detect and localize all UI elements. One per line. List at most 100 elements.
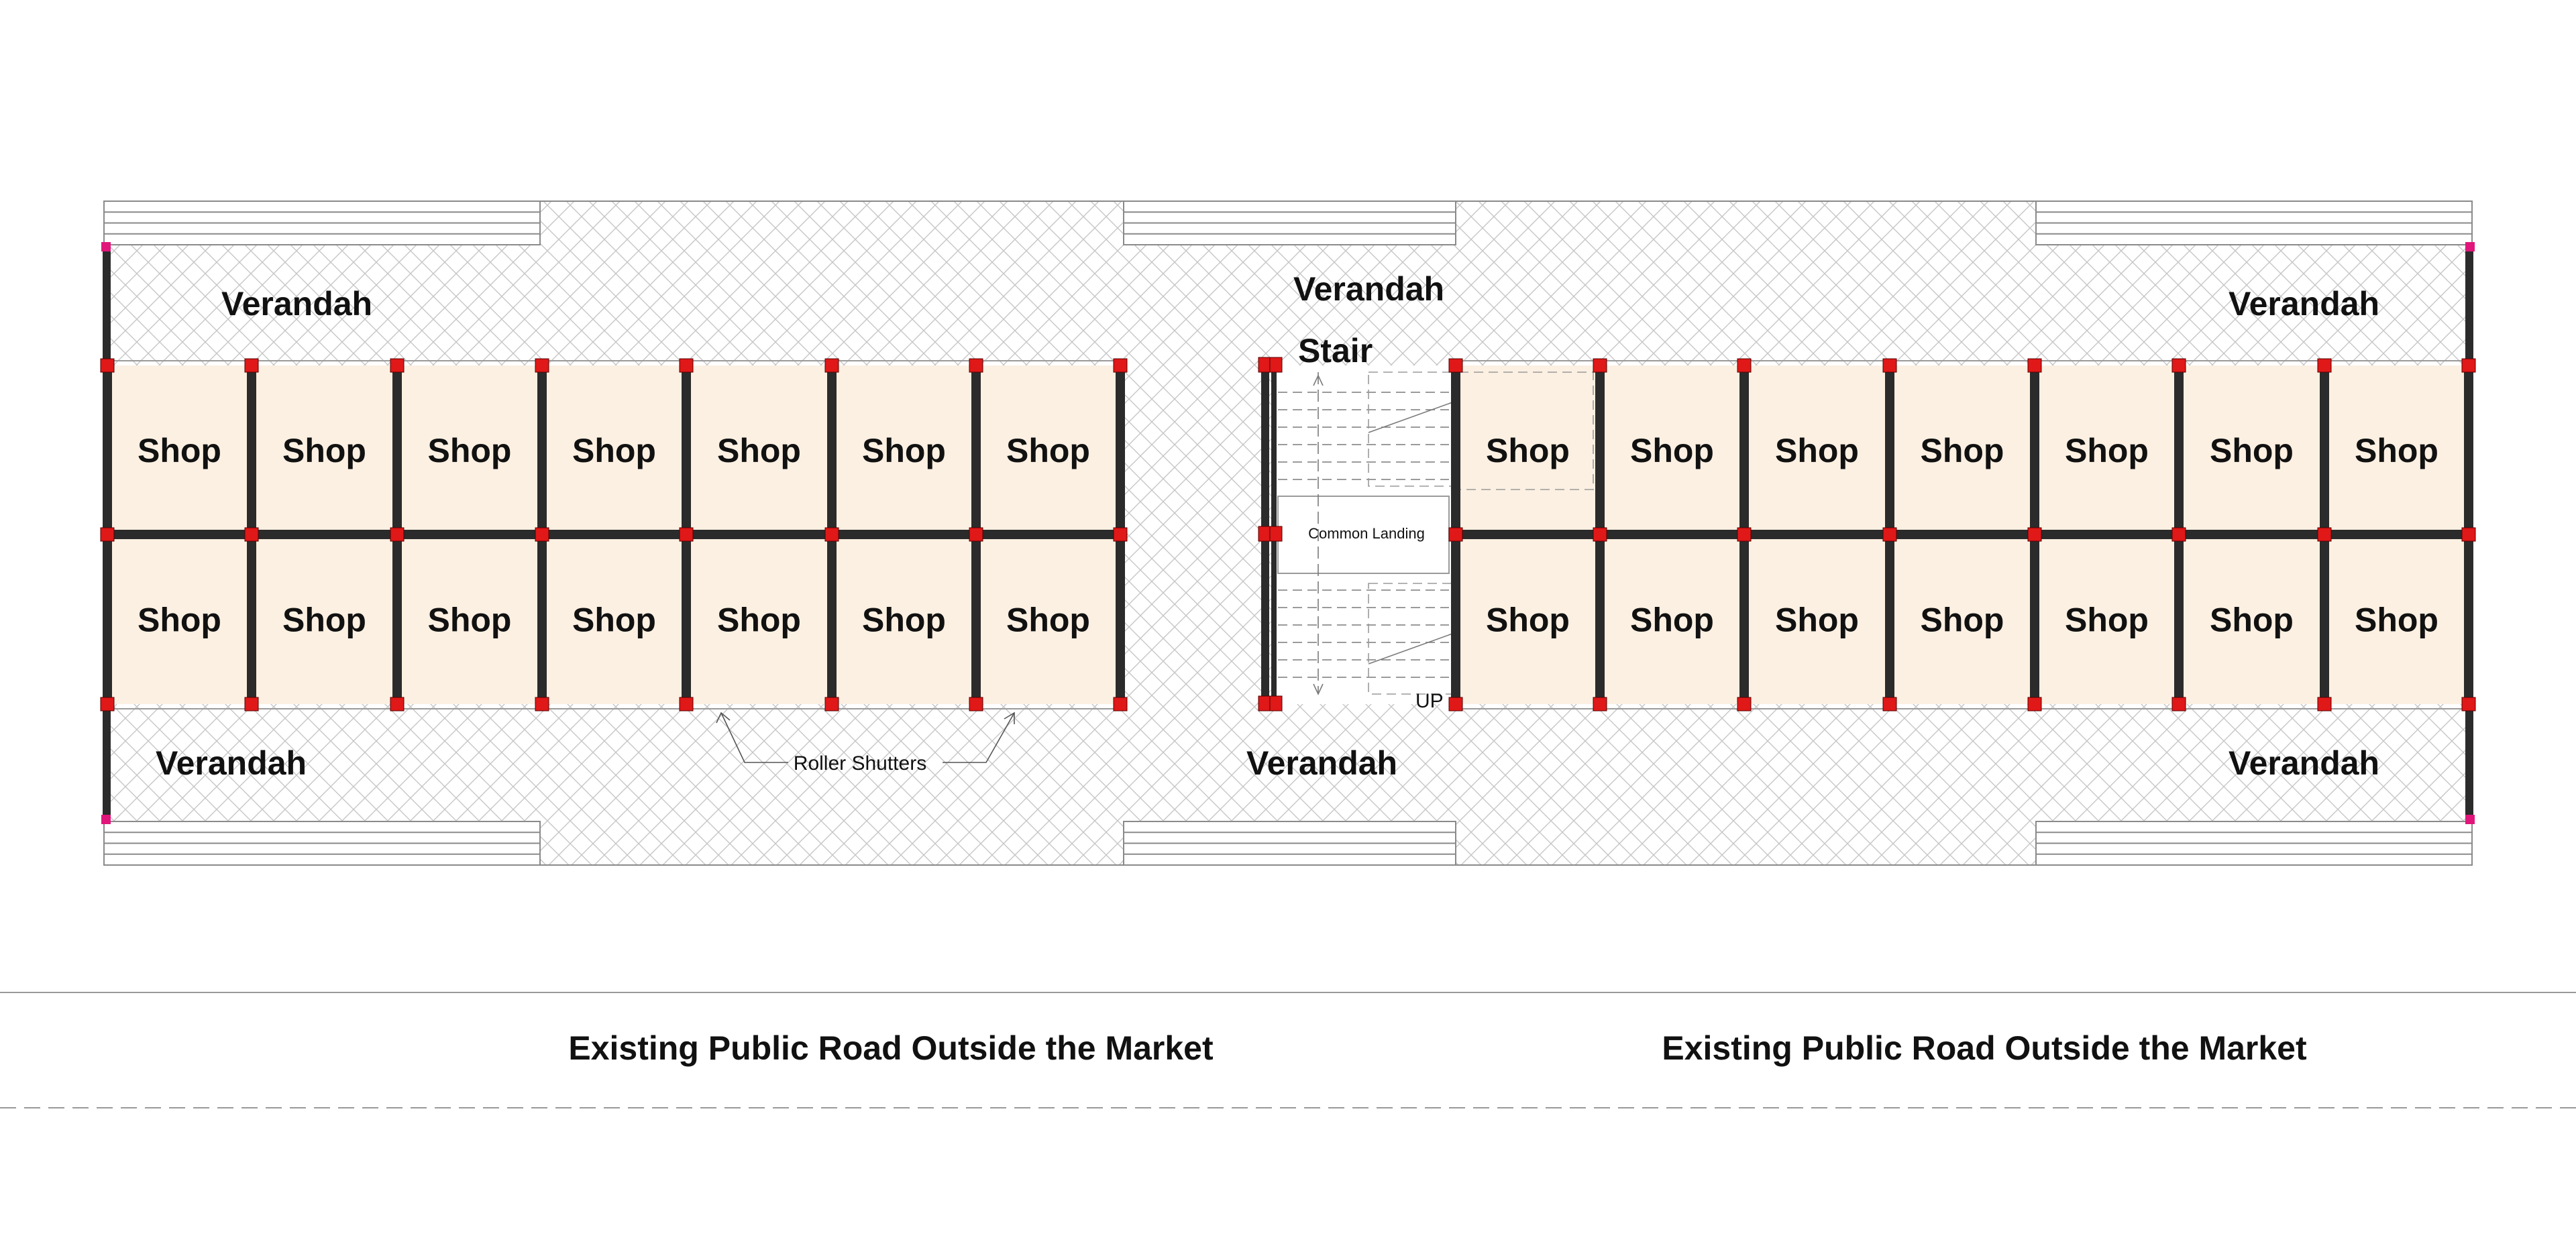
column [1113,697,1128,711]
shop-label: Shop [572,602,656,639]
column [2461,697,2476,711]
shop-label: Shop [1921,602,2004,639]
column [1269,526,1283,542]
column [2171,527,2186,542]
roller-shutters-annotation [716,711,1015,763]
column [1448,358,1463,373]
shop-label: Shop [1006,432,1090,469]
column [244,358,259,373]
column [1593,358,1607,373]
column [1593,527,1607,542]
column [679,697,694,711]
column [969,527,983,542]
column [1448,697,1463,711]
shop-label: Shop [2355,432,2438,469]
verandah-label-bottom-center: Verandah [1246,744,1397,782]
shop-label: Shop [1921,432,2004,469]
shop-label: Shop [1630,602,1714,639]
column [1882,358,1897,373]
column [535,697,549,711]
shop-label: Shop [1006,602,1090,639]
shop-label: Shop [1486,602,1570,639]
column [1269,695,1283,711]
corner-posts [101,242,2475,824]
column [1593,697,1607,711]
shop-label: Shop [428,432,512,469]
column [1258,695,1271,711]
stair-label: Stair [1298,332,1373,369]
shop-label: Shop [282,602,366,639]
common-landing [1277,496,1450,574]
column [2317,697,2332,711]
column [1269,357,1283,373]
column [824,697,839,711]
column [2317,527,2332,542]
column [1113,527,1128,542]
road-label-left: Existing Public Road Outside the Market [568,1029,1214,1067]
shop-label: Shop [428,602,512,639]
shop-label: Shop [2065,432,2149,469]
column [969,697,983,711]
roller-shutter-lines [107,360,2469,709]
column [100,697,115,711]
column [2027,697,2042,711]
column [2317,358,2332,373]
column [1882,697,1897,711]
shop-label: Shop [1630,432,1714,469]
column [969,358,983,373]
shop-label: Shop [138,602,221,639]
column [390,527,405,542]
shop-label: Shop [572,432,656,469]
shop-label: Shop [282,432,366,469]
verandah-label-bottom-right: Verandah [2229,744,2379,782]
column [244,527,259,542]
shop-label: Shop [862,432,946,469]
column [1882,527,1897,542]
column [390,358,405,373]
column [100,358,115,373]
verandah-label-top-left: Verandah [221,285,372,323]
shop-label: Shop [1775,432,1859,469]
roller-shutters-label: Roller Shutters [794,752,926,775]
shop-label: Shop [2210,602,2294,639]
stair-block: Common Landing [1271,365,1594,704]
verandah-label-bottom-left: Verandah [156,744,307,782]
column [1737,527,1752,542]
shop-label: Shop [862,602,946,639]
column [1448,527,1463,542]
shop-label: Shop [2355,602,2438,639]
shop-label: Shop [138,432,221,469]
column [1113,358,1128,373]
column [679,358,694,373]
column [244,697,259,711]
column [2171,358,2186,373]
column [390,697,405,711]
column [535,527,549,542]
shop-label: Shop [1775,602,1859,639]
shop-label: Shop [1486,432,1570,469]
column [2461,527,2476,542]
column [1258,526,1271,542]
shop-label: Shop [717,602,801,639]
verandah-label-top-right: Verandah [2229,285,2379,323]
column [2027,527,2042,542]
column [1258,357,1271,373]
verandah-label-top-center: Verandah [1293,270,1444,308]
column [2461,358,2476,373]
steps [103,201,2473,866]
column [1737,358,1752,373]
column [535,358,549,373]
columns [100,357,2476,711]
column [824,527,839,542]
shop-label: Shop [2210,432,2294,469]
column [2171,697,2186,711]
column [824,358,839,373]
column [1737,697,1752,711]
up-label: UP [1415,690,1444,712]
column [100,527,115,542]
common-landing-label: Common Landing [1308,525,1425,542]
column [679,527,694,542]
shop-label: Shop [2065,602,2149,639]
column [2027,358,2042,373]
